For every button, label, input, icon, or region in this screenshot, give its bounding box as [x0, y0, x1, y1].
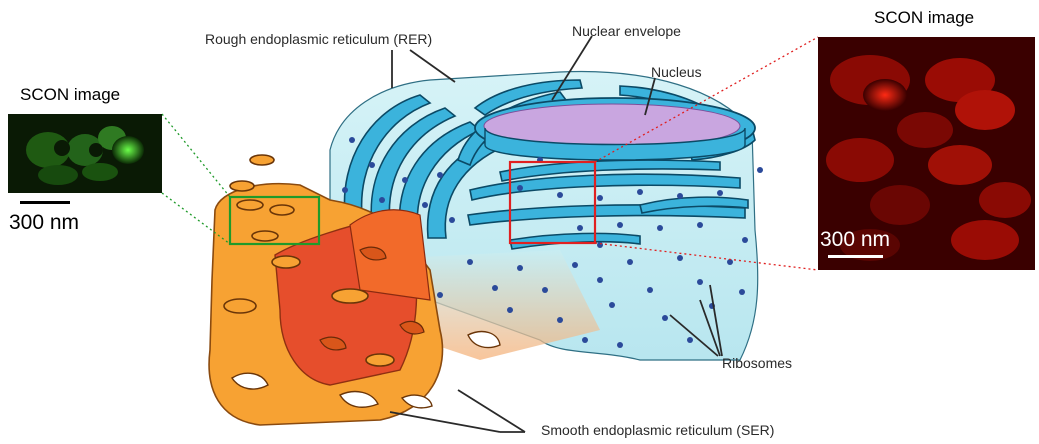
nucleus-label: Nucleus — [651, 64, 702, 80]
green-inset-title: SCON image — [20, 85, 120, 105]
rer-label: Rough endoplasmic reticulum (RER) — [205, 31, 432, 47]
ribosomes-label: Ribosomes — [722, 355, 792, 371]
red-inset-title: SCON image — [874, 8, 974, 28]
nucleus — [475, 98, 755, 160]
green-scale-label: 300 nm — [9, 211, 79, 235]
green-scon-inset — [8, 114, 162, 204]
ser-label: Smooth endoplasmic reticulum (SER) — [541, 422, 774, 438]
nuclear-envelope-label: Nuclear envelope — [572, 23, 681, 39]
red-scale-label: 300 nm — [820, 228, 890, 252]
